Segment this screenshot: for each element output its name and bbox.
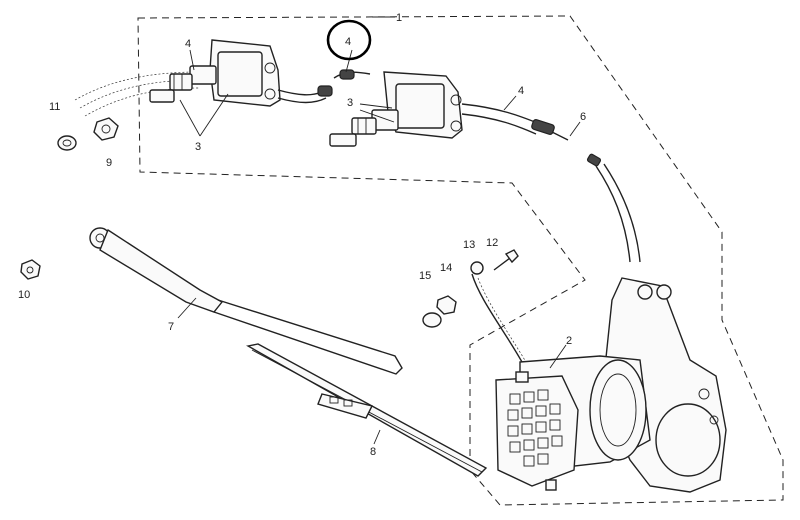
wiper-arm [89,227,403,375]
callout-12: 12 [486,237,498,249]
bracket-13 [470,261,527,363]
nut-10 [20,259,41,280]
callout-10: 10 [18,289,30,301]
callout-3: 3 [347,97,353,109]
switch-assembly-left [149,39,333,107]
assembly-outline [137,15,784,506]
callout-3: 3 [195,141,201,153]
callout-11: 11 [49,101,60,113]
callout-4: 4 [518,85,524,97]
callout-4: 4 [185,38,191,50]
callout-8: 8 [370,446,376,458]
wiper-motor [495,277,727,493]
callout-13: 13 [463,239,475,251]
nut-9 [93,117,119,141]
highlight-circle [326,19,372,61]
callout-9: 9 [106,157,112,169]
bolt-12 [493,249,519,271]
nut-14 [436,295,457,315]
leader-lines [177,49,581,445]
callout-4-highlighted: 4 [345,36,351,48]
cable-to-motor [586,153,641,263]
motor-grille [507,389,563,467]
callout-15: 15 [419,270,431,282]
switch-assembly-right [329,69,569,147]
callout-14: 14 [440,262,452,274]
washer-15 [422,312,442,328]
callout-6: 6 [580,111,586,123]
washer-11 [57,135,77,151]
callout-7: 7 [168,321,174,333]
callout-2: 2 [566,335,572,347]
wiper-blade [246,343,488,477]
callout-1: 1 [396,12,402,24]
